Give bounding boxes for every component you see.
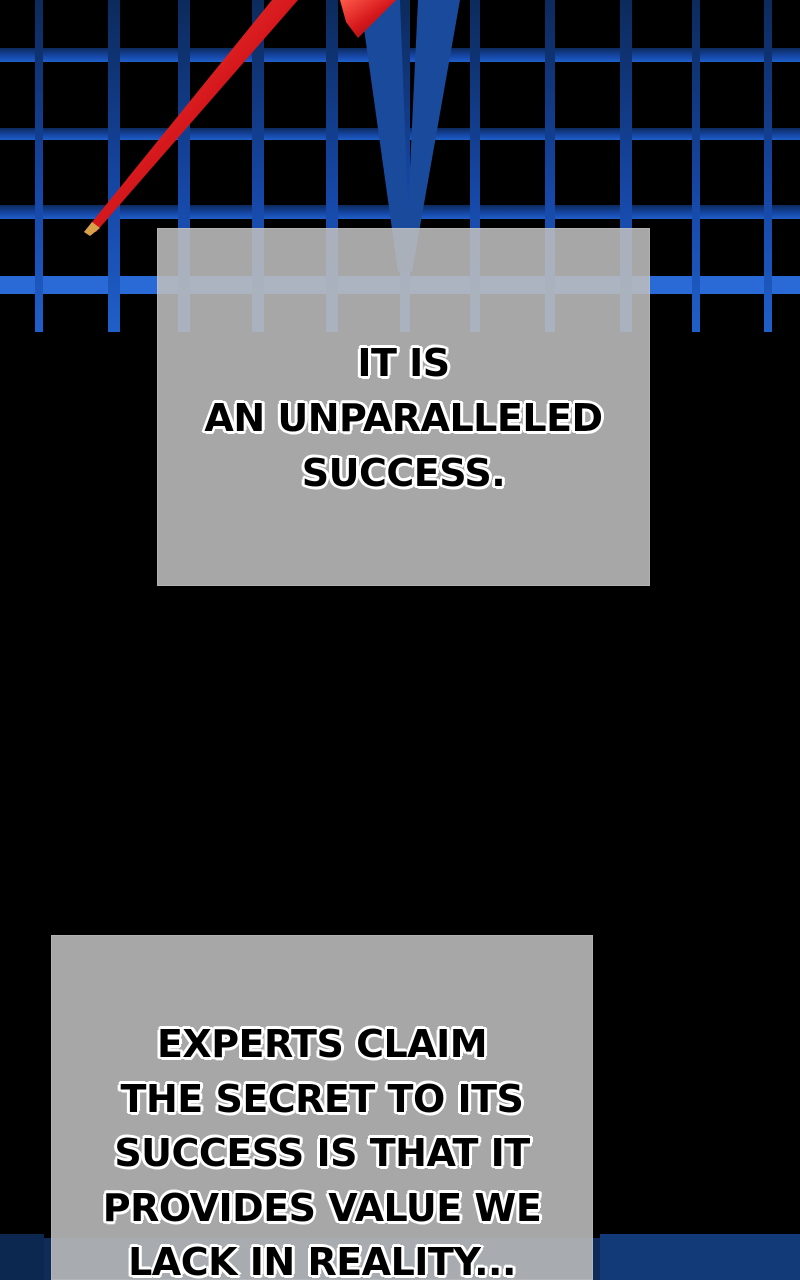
caption-box-experts-claim: EXPERTS CLAIM THE SECRET TO ITS SUCCESS … (51, 935, 593, 1280)
caption-line: PROVIDES VALUE WE (102, 1185, 542, 1230)
caption-line: SUCCESS. (301, 451, 506, 495)
v-shape-mark (360, 0, 460, 272)
caption-line: SUCCESS IS THAT IT (114, 1131, 530, 1175)
caption-text: IT IS AN UNPARALLELED SUCCESS. (157, 336, 650, 501)
caption-line: AN UNPARALLELED (204, 396, 603, 440)
red-sword-blade (84, 0, 396, 236)
caption-line: IT IS (357, 341, 450, 385)
caption-box-unparalleled-success: IT IS AN UNPARALLELED SUCCESS. (157, 228, 650, 586)
caption-line: EXPERTS CLAIM (156, 1022, 488, 1066)
caption-text: EXPERTS CLAIM THE SECRET TO ITS SUCCESS … (51, 1017, 593, 1280)
caption-line: THE SECRET TO ITS (120, 1076, 524, 1121)
caption-line: LACK IN REALITY... (128, 1240, 516, 1280)
